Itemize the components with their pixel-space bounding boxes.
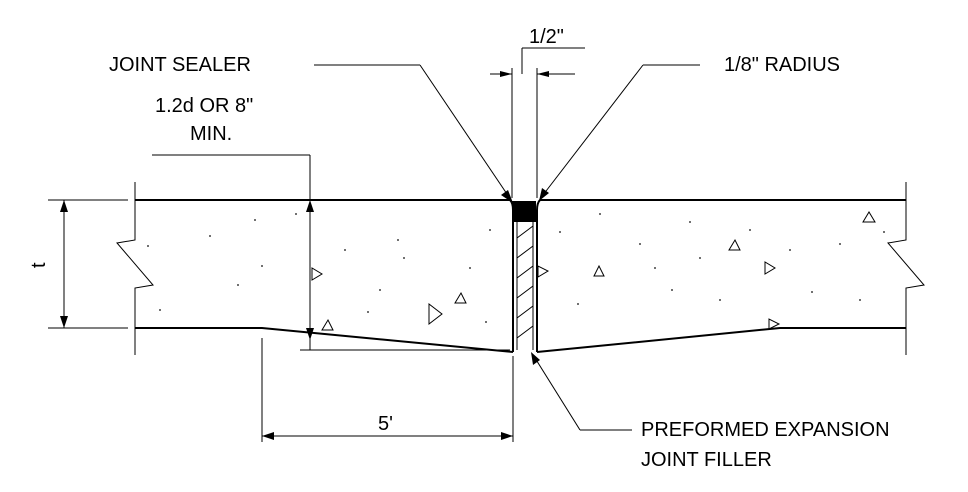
expansion-filler <box>516 222 534 350</box>
joint-sealer-label: JOINT SEALER <box>109 54 251 76</box>
thickness-dimension <box>48 199 128 329</box>
taper-length-dimension <box>261 338 514 442</box>
radius-leader <box>539 64 700 201</box>
thickening-label-line2: MIN. <box>190 123 232 145</box>
thickness-label: t <box>28 262 50 268</box>
concrete-aggregate <box>147 211 885 331</box>
left-slab <box>135 199 514 353</box>
filler-label-line2: JOINT FILLER <box>641 449 772 471</box>
thickening-label-line1: 1.2d OR 8" <box>155 95 253 117</box>
sealer-width-dimension <box>490 47 585 198</box>
joint-sealer-leader <box>314 64 513 203</box>
taper-length-label: 5' <box>378 413 393 435</box>
sealer-width-label: 1/2" <box>529 26 564 48</box>
filler-label-line1: PREFORMED EXPANSION <box>641 419 890 441</box>
left-break-line <box>116 182 154 355</box>
right-slab <box>536 199 906 353</box>
filler-leader <box>531 352 632 431</box>
radius-label: 1/8" RADIUS <box>724 54 840 76</box>
joint-sealer-block <box>512 201 536 222</box>
thickening-dimension <box>152 154 510 351</box>
right-break-line <box>887 182 925 355</box>
